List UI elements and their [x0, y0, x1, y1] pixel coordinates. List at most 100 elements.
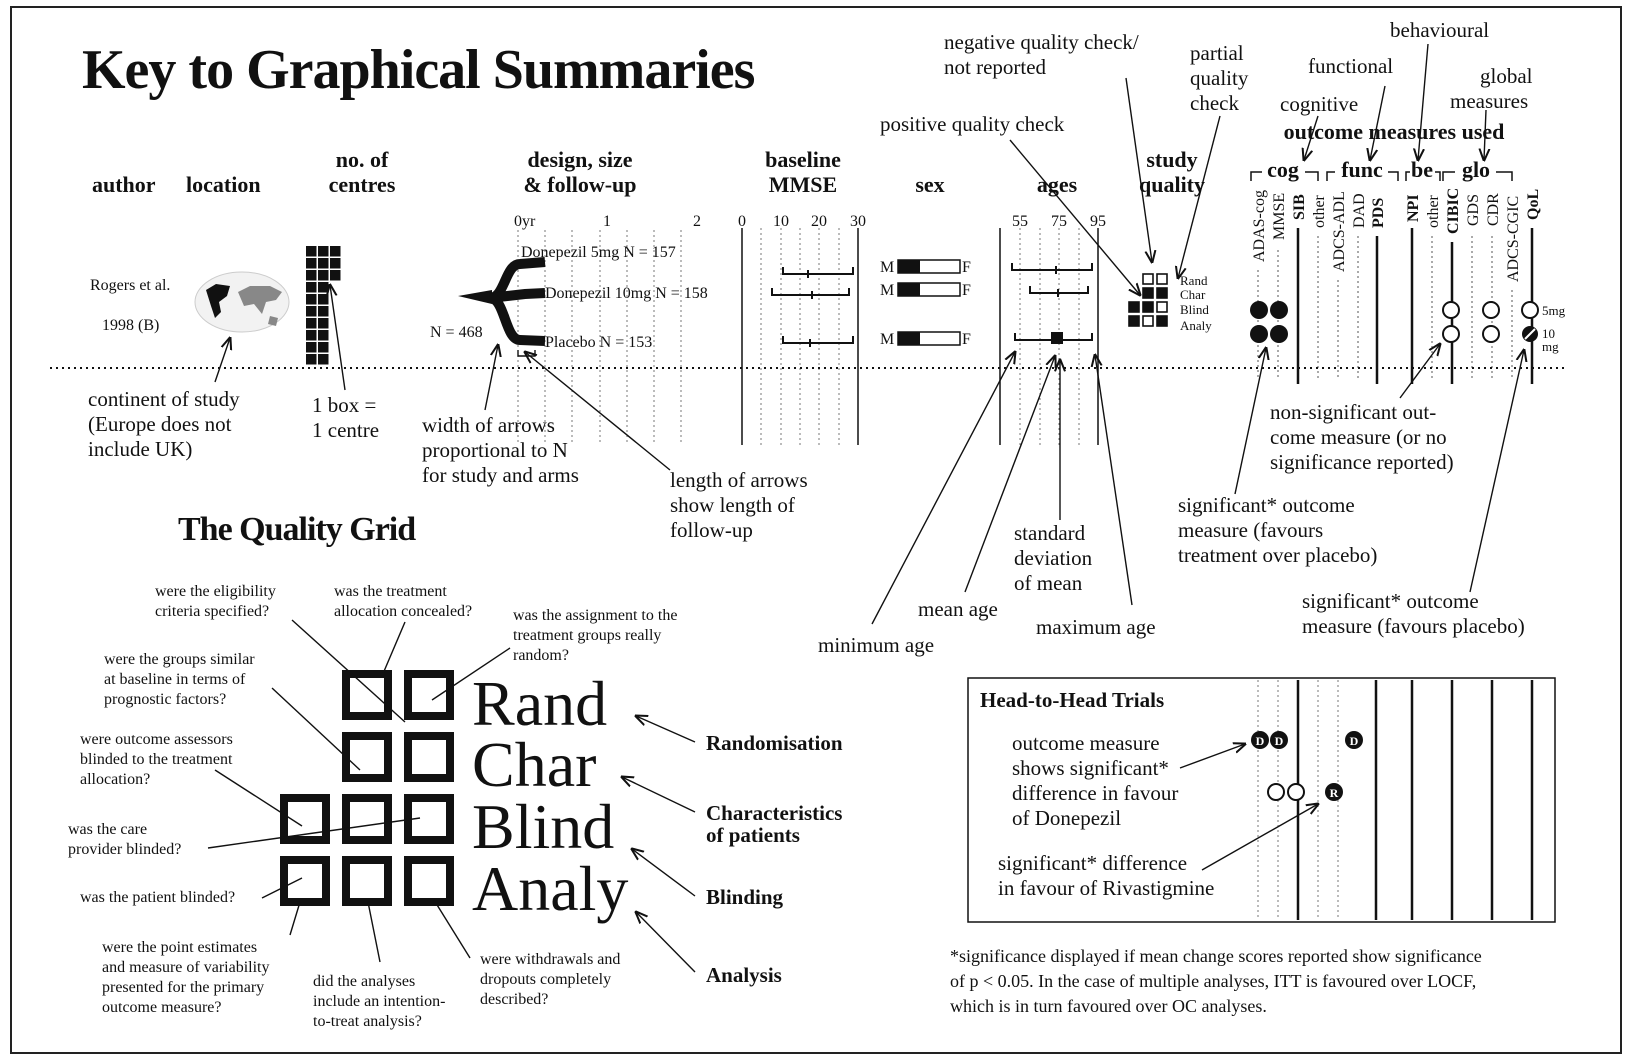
ann-sd-1: standard — [1014, 521, 1086, 545]
h2h-text1-1: outcome measure — [1012, 731, 1160, 755]
sex-f-3: F — [962, 331, 971, 348]
h2h-d-marker: D — [1350, 734, 1359, 748]
ann-sig-placebo-2: measure (favours placebo) — [1302, 614, 1525, 638]
centre-box — [306, 318, 317, 329]
quality-cell — [280, 856, 330, 906]
quality-cell — [404, 732, 454, 782]
sig-treat-marker — [1270, 301, 1288, 319]
label-randomisation: Randomisation — [706, 731, 843, 755]
label-analysis: Analysis — [706, 963, 782, 987]
ann-min-age: minimum age — [818, 633, 934, 657]
svg-text:of p < 0.05. In the case of mu: of p < 0.05. In the case of multiple ana… — [950, 971, 1476, 991]
col-mmse-2: MMSE — [769, 172, 837, 197]
mini-quality-grid — [1128, 273, 1168, 327]
arm-1: Donepezil 5mg N = 157 — [521, 244, 676, 261]
sex-m-2: M — [880, 282, 894, 299]
q5-3: allocation? — [80, 771, 150, 788]
svg-text:*significance displayed if me: *significance displayed if mean change s… — [950, 946, 1482, 966]
quality-cell — [342, 670, 392, 720]
h2h-d-marker: D — [1275, 734, 1284, 748]
h2h-text2-1: significant* difference — [998, 851, 1187, 875]
ann-sig-treat-1: significant* outcome — [1178, 493, 1355, 517]
centre-box — [306, 330, 317, 341]
q10-1: were withdrawals and — [480, 951, 620, 968]
page-title: Key to Graphical Summaries — [82, 39, 755, 101]
dose-5mg: 5mg — [1542, 303, 1566, 318]
quality-cell — [342, 732, 392, 782]
centre-box — [306, 306, 317, 317]
q2-1: was the treatment — [334, 583, 447, 600]
ann-pos-check: positive quality check — [880, 112, 1065, 136]
centre-box — [318, 270, 329, 281]
world-map-icon — [194, 271, 290, 333]
ann-global-2: measures — [1450, 89, 1528, 113]
grid-word-analy: Analy — [472, 853, 628, 924]
group-cog: cog — [1267, 157, 1299, 182]
mini-rand: Rand — [1180, 273, 1208, 288]
q10-2: dropouts completely — [480, 971, 611, 988]
q2-2: allocation concealed? — [334, 603, 472, 620]
quality-check-negative — [1142, 273, 1154, 285]
ann-global-1: global — [1480, 64, 1533, 88]
q3-3: random? — [513, 647, 569, 664]
bracket-func — [1326, 171, 1399, 181]
year-tick-2: 2 — [693, 213, 701, 230]
col-author: author — [92, 172, 156, 197]
ann-partial-3: check — [1190, 91, 1239, 115]
nonsig-marker — [1482, 301, 1500, 319]
q4-2: at baseline in terms of — [104, 671, 246, 688]
col-outcomes: outcome measures used — [1284, 119, 1505, 144]
sex-m-1: M — [880, 259, 894, 276]
dose-mg: mg — [1542, 339, 1559, 354]
q1-2: criteria specified? — [155, 603, 269, 620]
ann-cognitive: cognitive — [1280, 92, 1358, 116]
ann-neg-check-1: negative quality check/ — [944, 30, 1139, 54]
centre-box — [330, 246, 341, 257]
ann-mean-age: mean age — [918, 597, 998, 621]
centre-box — [306, 246, 317, 257]
ann-functional: functional — [1308, 54, 1393, 78]
centre-box — [306, 282, 317, 293]
centres-grid — [306, 246, 341, 365]
measure-adcs-cgic: ADCS-CGIC — [1505, 196, 1522, 282]
ann-nonsig-1: non-significant out- — [1270, 400, 1436, 424]
q4-1: were the groups similar — [104, 651, 255, 668]
q4-3: prognostic factors? — [104, 691, 226, 708]
mmse-axis — [741, 228, 859, 445]
sig-treat-marker — [1250, 325, 1268, 343]
quality-check-positive — [1142, 287, 1154, 299]
q5-1: were outcome assessors — [80, 731, 233, 748]
sex-bars — [897, 259, 961, 346]
quality-check-positive — [1128, 301, 1140, 313]
arm-3: Placebo N = 153 — [545, 334, 652, 351]
centre-box — [306, 270, 317, 281]
q7-1: was the patient blinded? — [80, 889, 235, 906]
annotation-arrows-top — [214, 43, 1524, 625]
quality-labels: Randomisation Characteristics of patient… — [706, 731, 843, 987]
sex-f-2: F — [962, 282, 971, 299]
ann-length-1: length of arrows — [670, 468, 808, 492]
arm-2: Donepezil 10mg N = 158 — [545, 285, 708, 302]
col-sex: sex — [915, 172, 944, 197]
sig-treat-marker — [1250, 301, 1268, 319]
mini-char: Char — [1180, 287, 1206, 302]
centre-box — [318, 246, 329, 257]
centre-box — [306, 342, 317, 353]
quality-check-positive — [1128, 315, 1140, 327]
q5-2: blinded to the treatment — [80, 751, 233, 768]
col-quality-2: quality — [1139, 172, 1205, 197]
label-of-patients: of patients — [706, 823, 800, 847]
centre-box — [318, 318, 329, 329]
col-design-1: design, size — [527, 147, 632, 172]
svg-text:which is in turn favoured over: which is in turn favoured over OC analys… — [950, 996, 1267, 1016]
q3-1: was the assignment to the — [513, 607, 677, 624]
ann-partial-1: partial — [1190, 41, 1244, 65]
col-centres-2: centres — [329, 172, 396, 197]
ann-max-age: maximum age — [1036, 615, 1156, 639]
q8-3: presented for the primary — [102, 979, 264, 996]
h2h-text2-2: in favour of Rivastigmine — [998, 876, 1214, 900]
outcome-groups — [1250, 171, 1513, 181]
outcome-measure-labels: ADAS-cog MMSE SIB other ADCS-ADL DAD PDS… — [1251, 188, 1542, 282]
quality-cell — [404, 670, 454, 720]
outcome-markers — [1250, 301, 1539, 343]
